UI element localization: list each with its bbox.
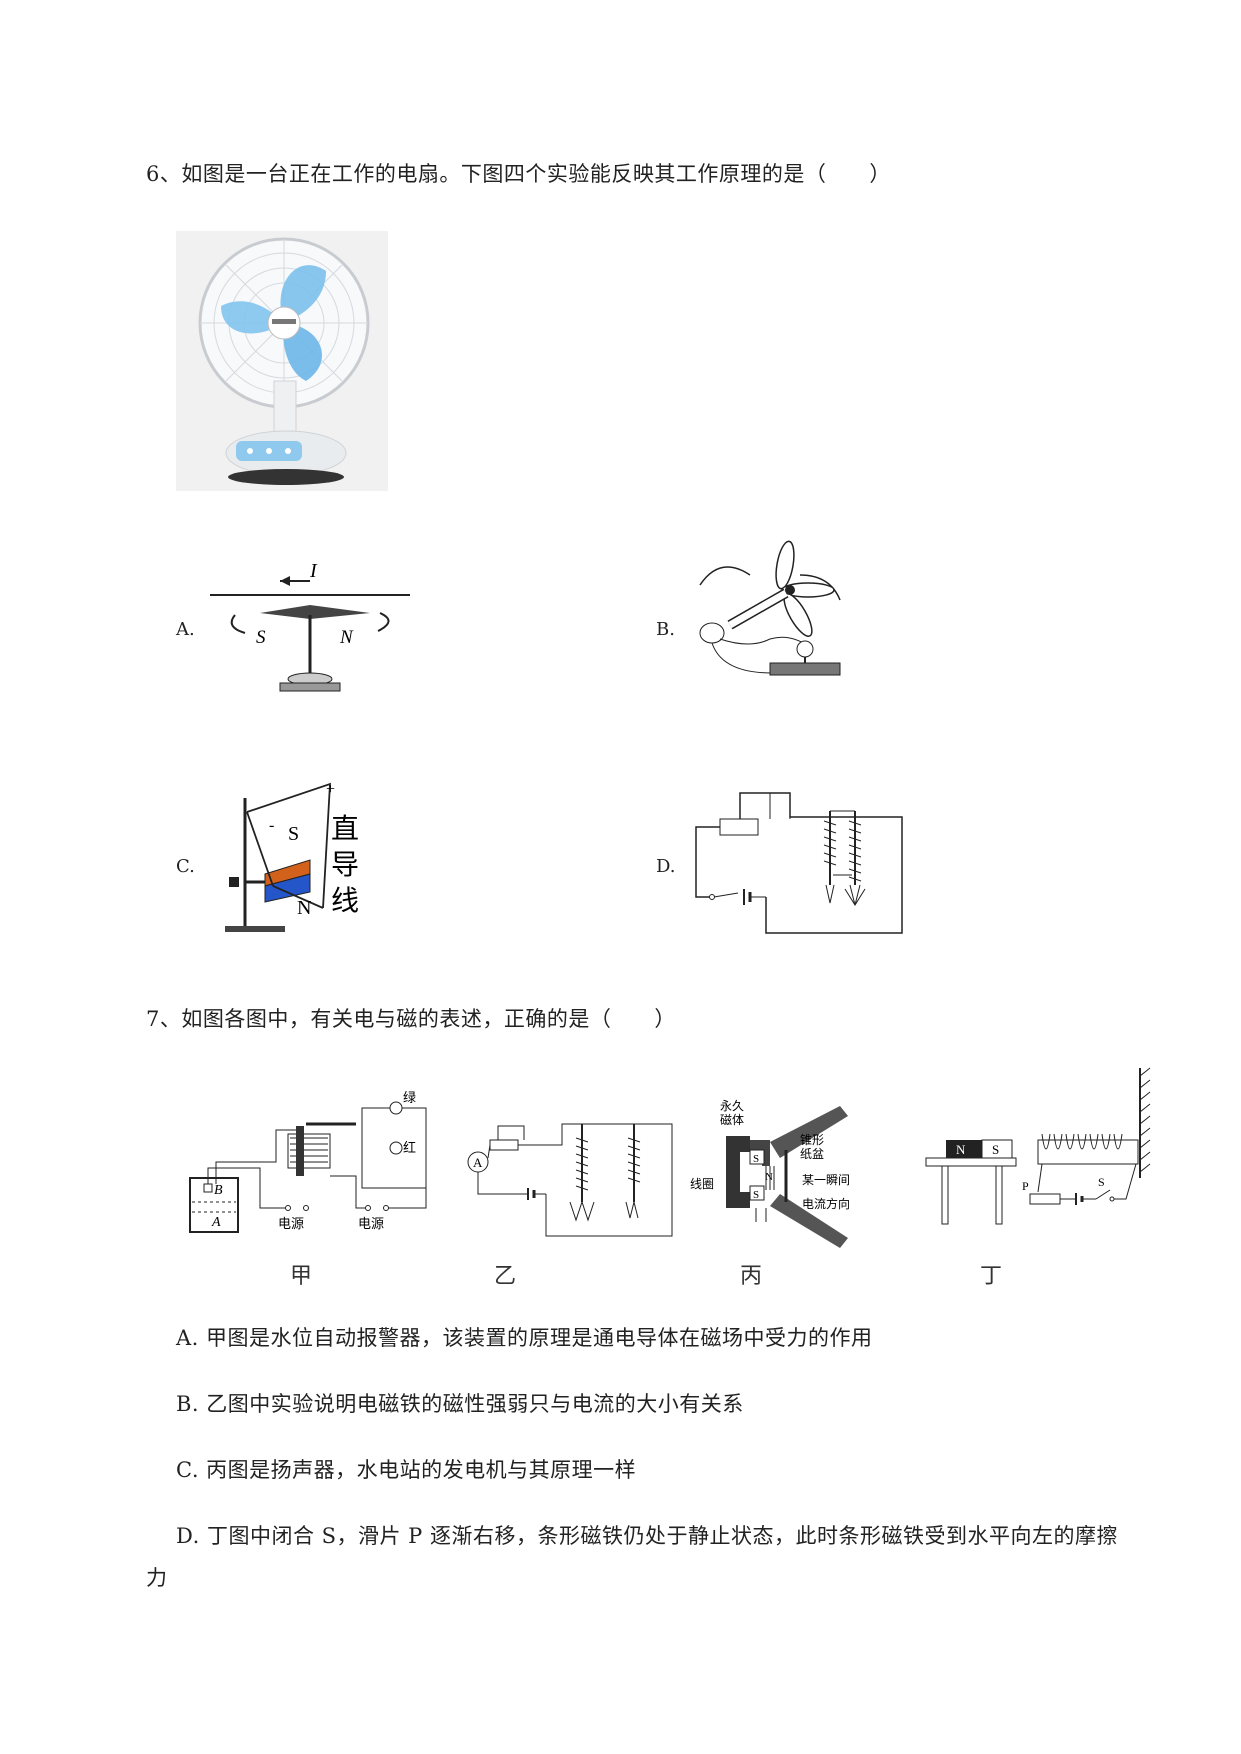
svg-text:纸盆: 纸盆 bbox=[800, 1147, 824, 1161]
q7-option-d: D. 丁图中闭合 S，滑片 P 逐渐右移，条形磁铁仍处于静止状态，此时条形磁铁受… bbox=[176, 1524, 1118, 1548]
question-6-text: 6、如图是一台正在工作的电扇。下图四个实验能反映其工作原理的是（ ） bbox=[146, 162, 891, 186]
s-label-bottom: S bbox=[753, 1189, 759, 1201]
slider-p-label: P bbox=[1022, 1179, 1029, 1193]
q7-option-c: C. 丙图是扬声器，水电站的发电机与其原理一样 bbox=[176, 1458, 637, 1482]
a-label: A bbox=[211, 1215, 221, 1230]
n-label: N bbox=[765, 1171, 773, 1183]
magnet-s-label: S bbox=[992, 1142, 999, 1157]
green-light-label: 绿 bbox=[403, 1091, 416, 1106]
figure-yi: A bbox=[462, 1118, 673, 1248]
option-c-label: C. bbox=[176, 856, 195, 877]
s-label: S bbox=[288, 823, 299, 845]
figure-bing: S S N 永久 磁体 锥形 纸盆 线圈 某一瞬间 电流方向 bbox=[690, 1098, 890, 1258]
magnet-label-1: 永久 bbox=[720, 1099, 744, 1113]
q7-option-b: B. 乙图中实验说明电磁铁的磁性强弱只与电流的大小有关系 bbox=[176, 1392, 744, 1416]
figure-jia-caption: 甲 bbox=[290, 1264, 313, 1289]
option-b-figure bbox=[690, 540, 850, 699]
minus-label: - bbox=[269, 817, 274, 834]
plus-label: + bbox=[326, 781, 335, 798]
caption-char-2: 导 bbox=[331, 848, 359, 881]
magnet-label-2: 磁体 bbox=[720, 1112, 744, 1127]
caption-char-3: 线 bbox=[331, 884, 359, 917]
n-label: N bbox=[297, 897, 311, 919]
option-c-figure: + - S N 直 导 线 bbox=[225, 778, 375, 942]
caption-char-1: 直 bbox=[331, 812, 359, 845]
coil-label: 线圈 bbox=[690, 1177, 714, 1191]
current-label: I bbox=[309, 560, 318, 582]
option-a-label: A. bbox=[176, 619, 195, 640]
option-d-figure bbox=[690, 785, 910, 939]
current-direction-label: 电流方向 bbox=[802, 1196, 850, 1211]
switch-s-label: S bbox=[1098, 1175, 1105, 1189]
red-light-label: 红 bbox=[403, 1140, 416, 1156]
figure-bing-caption: 丙 bbox=[740, 1264, 763, 1289]
magnet-n-label: N bbox=[956, 1142, 966, 1157]
figure-ding-caption: 丁 bbox=[980, 1264, 1003, 1289]
s-label-top: S bbox=[753, 1153, 759, 1165]
s-pole-label: S bbox=[256, 627, 266, 648]
q7-option-d-continued: 力 bbox=[146, 1566, 168, 1590]
n-pole-label: N bbox=[339, 627, 354, 648]
ammeter-label: A bbox=[473, 1155, 483, 1170]
b-label: B bbox=[214, 1183, 223, 1198]
q7-option-a: A. 甲图是水位自动报警器，该装置的原理是通电导体在磁场中受力的作用 bbox=[176, 1326, 873, 1350]
power-label-2: 电源 bbox=[358, 1217, 384, 1232]
svg-text:锥形: 锥形 bbox=[800, 1133, 824, 1147]
figure-ding: N S P S bbox=[925, 1067, 1152, 1232]
moment-label: 某一瞬间 bbox=[802, 1173, 850, 1187]
fan-image bbox=[176, 231, 388, 491]
option-d-label: D. bbox=[656, 856, 676, 877]
figure-jia: B A 电源 绿 红 电源 bbox=[186, 1088, 456, 1252]
option-b-label: B. bbox=[656, 619, 675, 640]
power-label-1: 电源 bbox=[278, 1217, 304, 1232]
option-a-figure: I S N bbox=[210, 555, 415, 699]
question-7-text: 7、如图各图中，有关电与磁的表述，正确的是（ ） bbox=[146, 1007, 676, 1031]
figure-yi-caption: 乙 bbox=[494, 1264, 517, 1289]
